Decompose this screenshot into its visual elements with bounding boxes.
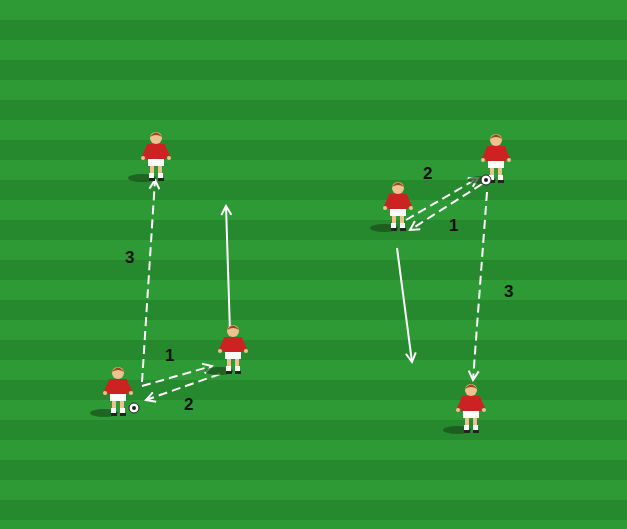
pass-line xyxy=(142,366,212,386)
ball xyxy=(481,175,491,185)
run-line xyxy=(397,248,412,362)
pass-line xyxy=(406,178,478,220)
callout-number: 3 xyxy=(504,283,513,300)
player-figure xyxy=(128,132,171,182)
callout-number: 3 xyxy=(125,249,134,266)
callout-number: 1 xyxy=(449,217,458,234)
callout-number: 2 xyxy=(184,396,193,413)
player-figure xyxy=(443,384,486,434)
pass-line xyxy=(473,192,487,380)
player-figure xyxy=(90,367,133,417)
movement-lines xyxy=(142,178,487,400)
player-figure xyxy=(370,182,413,232)
pass-line xyxy=(410,184,482,230)
run-line xyxy=(226,206,230,332)
player-figure xyxy=(468,134,511,184)
pass-line xyxy=(142,180,155,382)
callout-number: 2 xyxy=(423,165,432,182)
ball xyxy=(129,403,139,413)
callout-number: 1 xyxy=(165,347,174,364)
pass-line xyxy=(146,374,220,400)
player-figure xyxy=(205,325,248,375)
